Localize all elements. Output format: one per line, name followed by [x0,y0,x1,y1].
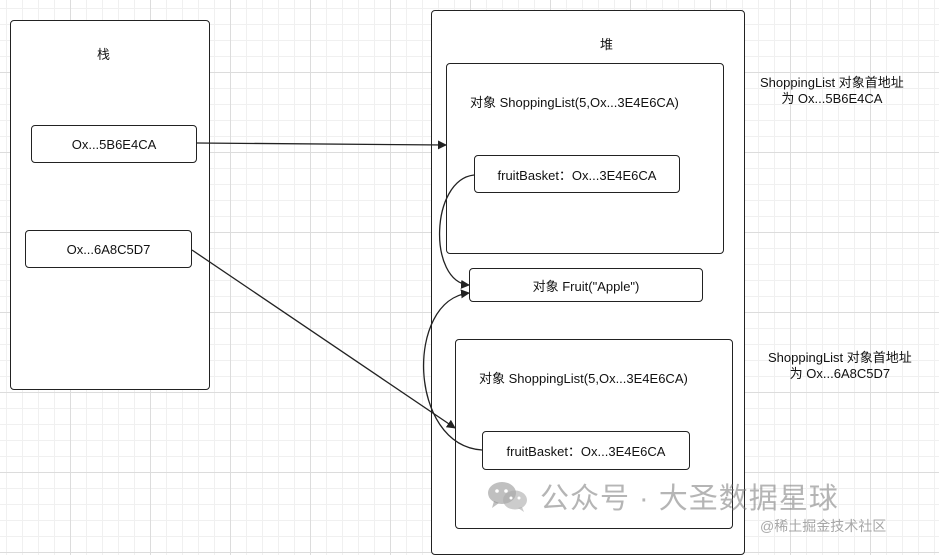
heap-title: 堆 [600,37,614,52]
note-2-line-1: ShoppingList 对象首地址 [768,350,912,365]
stack-title: 栈 [97,47,111,62]
arrow-stack-ref-1-to-object-1 [196,140,447,150]
watermark: 公众号 · 大圣数据星球 [486,475,839,517]
note-1-line-2: 为 Ox...5B6E4CA [781,91,883,106]
heap-object-1-label: 对象 ShoppingList(5,Ox...3E4E6CA) [470,95,679,110]
stack-ref-2[interactable]: Ox...6A8C5D7 [25,230,192,268]
note-2-line-2: 为 Ox...6A8C5D7 [789,366,891,381]
stack-container[interactable] [10,20,210,390]
heap-object-2-label: 对象 ShoppingList(5,Ox...3E4E6CA) [479,371,688,386]
wechat-icon [486,479,530,513]
note-1-line-1: ShoppingList 对象首地址 [760,75,904,90]
heap-object-2-field[interactable]: fruitBasket：Ox...3E4E6CA [482,431,690,470]
heap-fruit-object[interactable]: 对象 Fruit("Apple") [469,268,703,302]
watermark-credit: @稀土掘金技术社区 [760,518,887,534]
note-object-2-address: ShoppingList 对象首地址 为 Ox...6A8C5D7 [768,350,912,382]
watermark-brand: 公众号 · 大圣数据星球 [540,483,839,515]
note-object-1-address: ShoppingList 对象首地址 为 Ox...5B6E4CA [760,75,904,107]
heap-object-1-field[interactable]: fruitBasket：Ox...3E4E6CA [474,155,680,193]
stack-ref-1[interactable]: Ox...5B6E4CA [31,125,197,163]
arrow-stack-ref-2-to-object-2 [191,249,456,429]
